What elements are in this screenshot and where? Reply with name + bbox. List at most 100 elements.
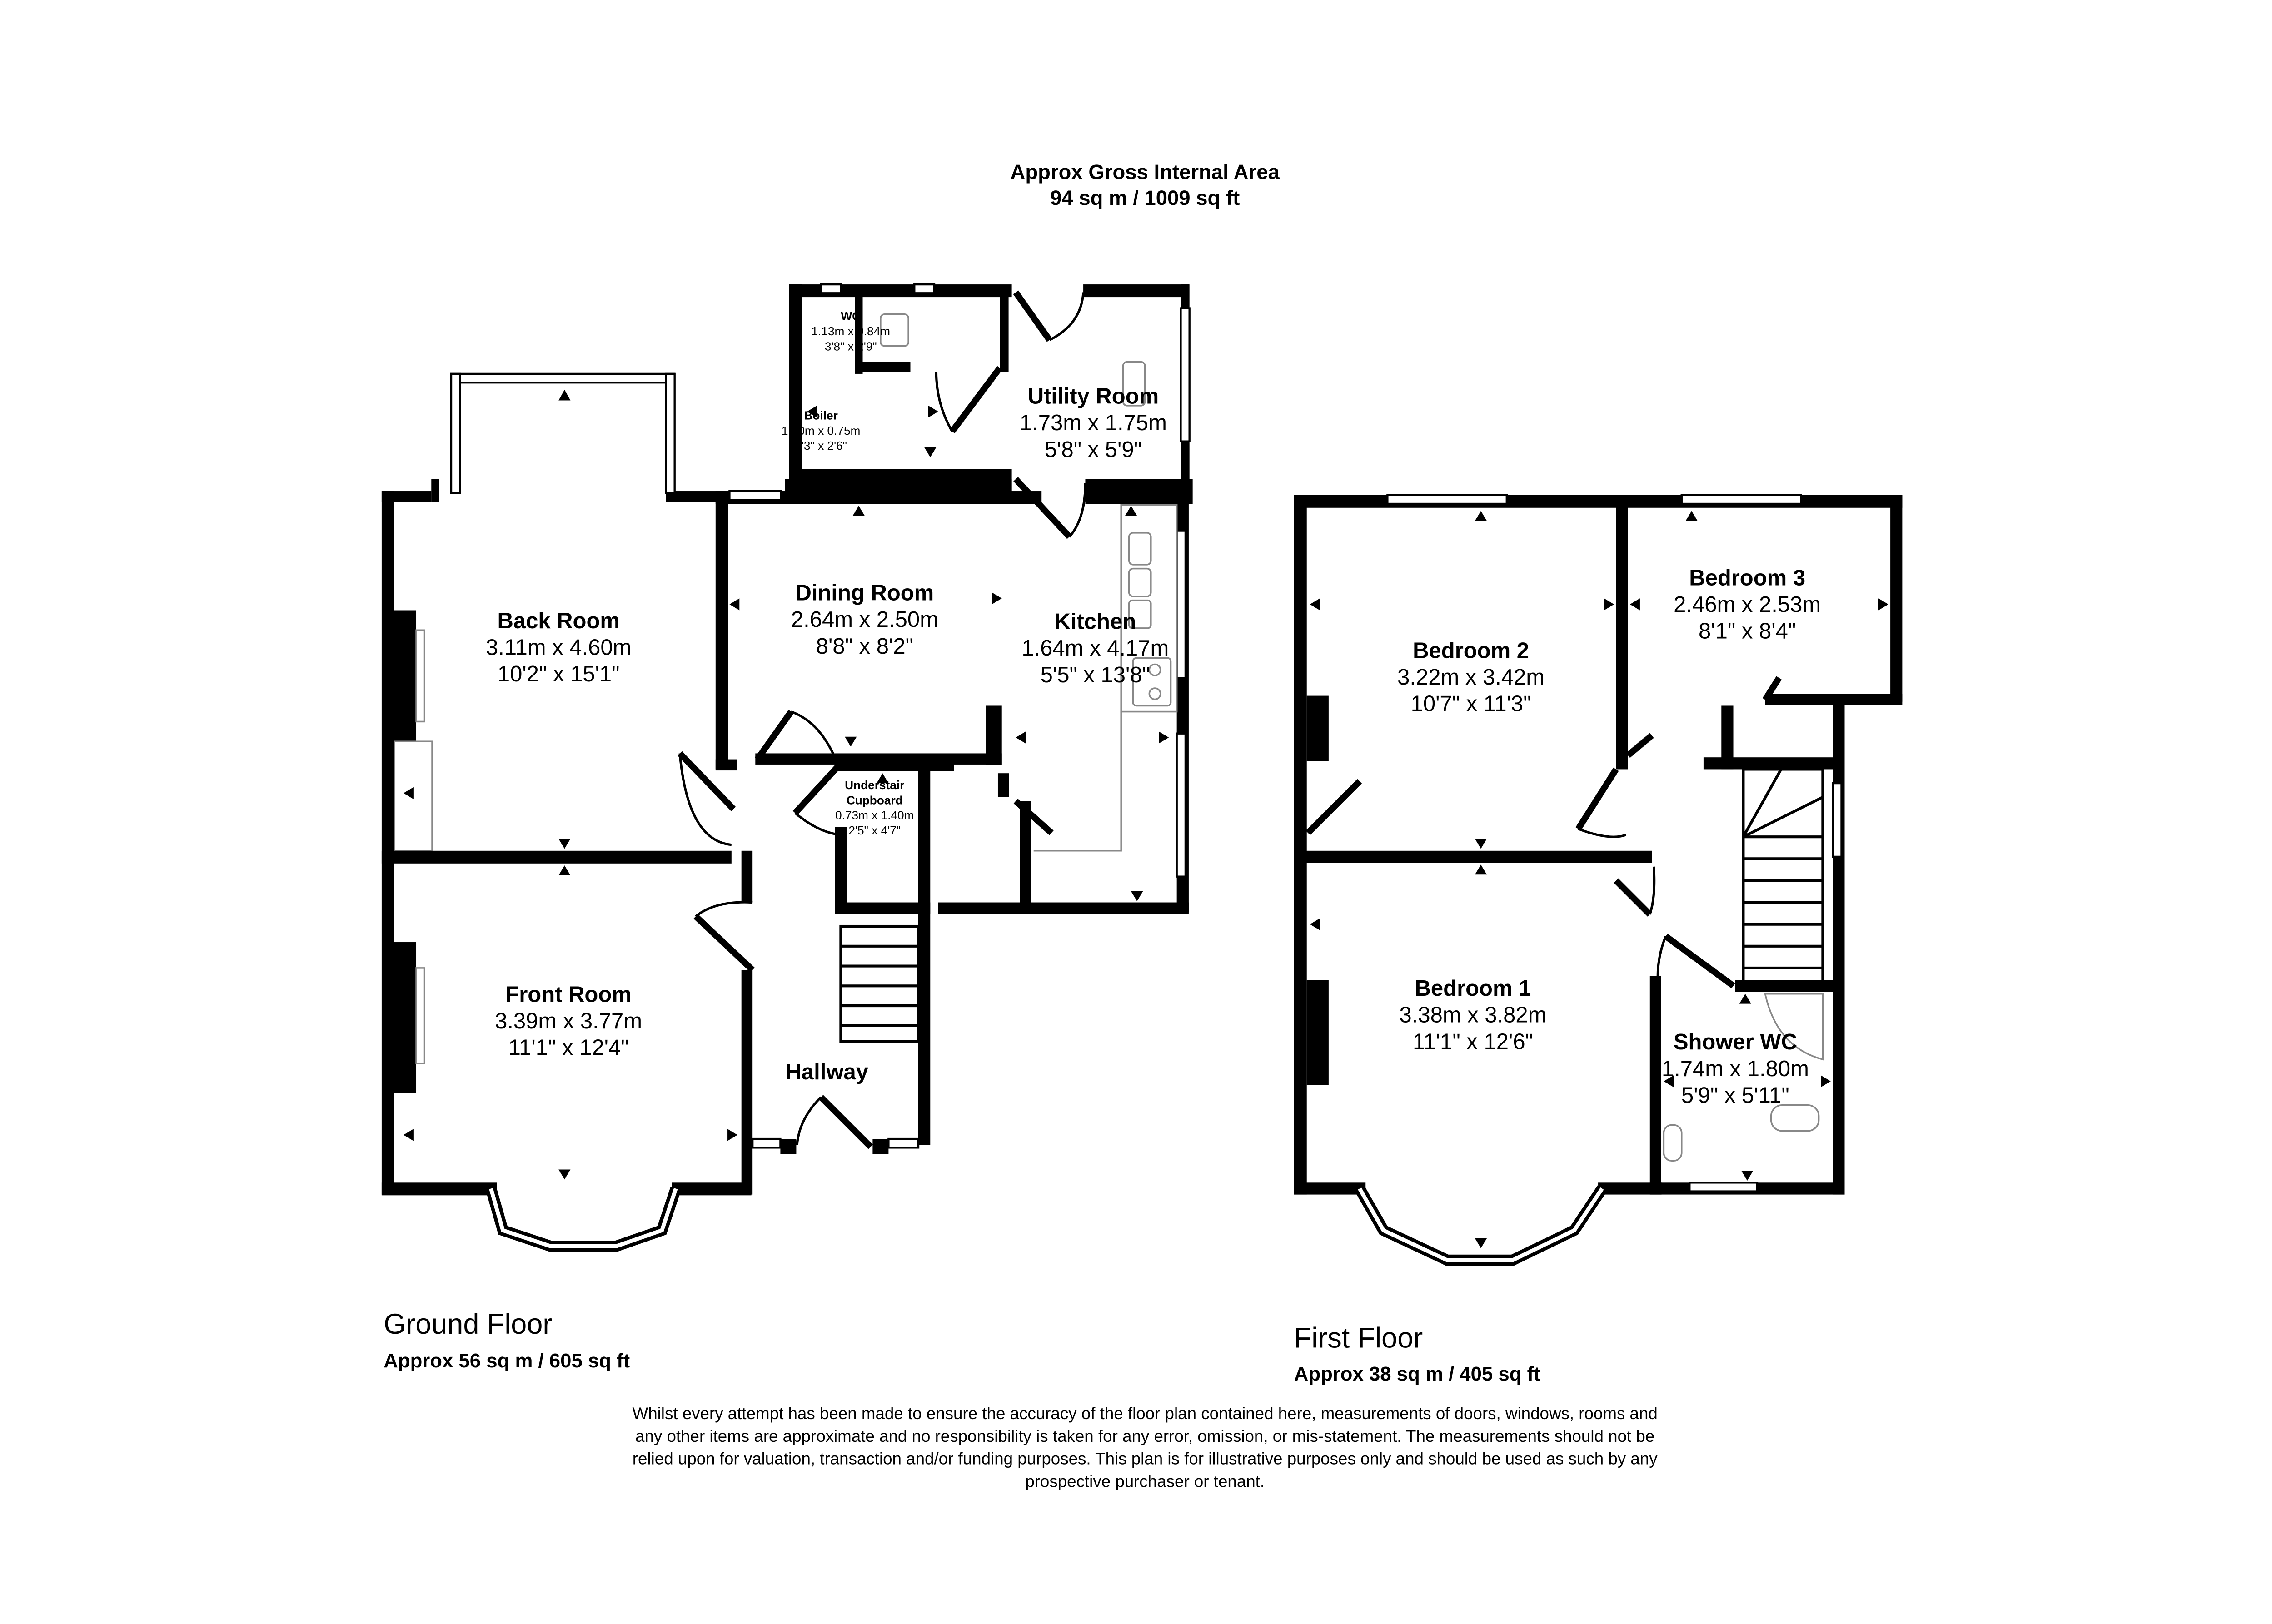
room-size-metric: 3.39m x 3.77m — [495, 1009, 642, 1033]
arrow-left-icon — [1630, 598, 1640, 611]
wall — [1000, 296, 1009, 372]
door-utility — [1013, 290, 1052, 342]
chimney-breast — [1306, 695, 1329, 761]
wall — [1083, 284, 1189, 298]
worktop — [1120, 504, 1178, 713]
wall — [835, 759, 954, 771]
arrow-right-icon — [1159, 731, 1169, 744]
arrow-down-icon — [1741, 1171, 1754, 1181]
wall — [986, 705, 1002, 765]
room-size-imperial: 8'8" x 8'2" — [816, 634, 913, 659]
wall — [381, 1182, 497, 1196]
arrow-right-icon — [1820, 1075, 1831, 1088]
arrow-left-icon — [807, 405, 817, 418]
disclaimer-line: prospective purchaser or tenant. — [1025, 1472, 1265, 1491]
shower-tray — [1764, 993, 1824, 1061]
wall — [855, 296, 863, 374]
room-size-metric: 3.11m x 4.60m — [486, 635, 631, 660]
window — [1680, 494, 1802, 505]
room-size-metric: 1.74m x 1.80m — [1662, 1057, 1809, 1081]
room-size-metric: 1.13m x 0.84m — [812, 324, 891, 338]
wall — [1598, 1182, 1662, 1195]
door-swing — [1656, 935, 1667, 976]
window — [450, 372, 461, 494]
bay-window — [1355, 1185, 1607, 1266]
arrow-up-icon — [1685, 511, 1698, 521]
door-bedroom-3 — [1762, 676, 1782, 702]
wall — [1833, 701, 1845, 1195]
window — [665, 372, 676, 494]
room-name: Bedroom 1 — [1415, 976, 1531, 1001]
room-name: Boiler — [804, 409, 837, 422]
arrow-left-icon — [1310, 918, 1320, 930]
wall — [1890, 495, 1903, 702]
room-size-imperial: 10'7" x 11'3" — [1411, 692, 1531, 716]
window — [913, 283, 936, 294]
room-size-metric: 3.22m x 3.42m — [1397, 665, 1545, 690]
wall — [1649, 976, 1661, 1195]
room-name: Understair — [845, 778, 904, 792]
fireplace — [415, 629, 425, 723]
room-name: Cupboard — [847, 793, 903, 807]
door-bedroom-1 — [1614, 878, 1652, 917]
room-size-imperial: 2'5" x 4'7" — [848, 824, 901, 837]
first-floor-plan: Bedroom 2 3.22m x 3.42m 10'7" x 11'3" Be… — [1294, 494, 1903, 1385]
arrow-right-icon — [727, 1129, 737, 1141]
arrow-down-icon — [845, 736, 857, 747]
door-bedroom-2 — [1575, 767, 1619, 831]
arrow-up-icon — [877, 773, 889, 784]
sink — [1128, 567, 1152, 597]
gross-area-value: 94 sq m / 1009 sq ft — [1050, 186, 1240, 209]
chimney-breast — [394, 942, 417, 1093]
bay-window-glass — [489, 1188, 678, 1248]
disclaimer-line: relied upon for valuation, transaction a… — [633, 1450, 1658, 1468]
arrow-left-icon — [404, 1129, 414, 1141]
door-utility-kitchen — [1013, 477, 1072, 539]
basin — [1663, 1124, 1683, 1162]
first-floor-label: First Floor — [1294, 1322, 1423, 1354]
wall — [741, 970, 753, 1195]
room-name: Kitchen — [1055, 610, 1136, 634]
wall — [918, 771, 931, 1145]
wall — [381, 850, 732, 864]
ground-floor-plan: Back Room 3.11m x 4.60m 10'2" x 15'1" Di… — [381, 283, 1193, 1372]
door-understair — [792, 761, 843, 815]
arrow-up-icon — [1475, 864, 1487, 875]
hob — [1132, 657, 1172, 707]
gross-area-title: Approx Gross Internal Area — [1011, 160, 1280, 184]
room-kitchen: Kitchen 1.64m x 4.17m 5'5" x 13'8" — [1021, 610, 1169, 687]
room-size-imperial: 11'1" x 12'4" — [508, 1035, 629, 1060]
room-hallway: Hallway — [786, 1060, 868, 1084]
worktop-edge — [1033, 711, 1122, 852]
room-understair-cupboard: Understair Cupboard 0.73m x 1.40m 2'5" x… — [835, 778, 914, 837]
front-door — [818, 1095, 873, 1149]
wall — [1616, 507, 1628, 770]
room-utility-room: Utility Room 1.73m x 1.75m 5'8" x 5'9" — [1020, 384, 1167, 462]
door-landing — [1626, 733, 1654, 758]
ground-floor-area: Approx 56 sq m / 605 sq ft — [384, 1350, 630, 1372]
wall — [715, 491, 728, 770]
wall — [872, 1139, 889, 1154]
arrow-up-icon — [1739, 993, 1751, 1004]
chimney-breast — [394, 610, 417, 742]
wall — [1735, 980, 1845, 992]
door-dining — [754, 710, 794, 761]
chimney-breast — [1306, 980, 1329, 1085]
room-size-metric: 2.46m x 2.53m — [1674, 592, 1821, 617]
hob-ring — [1148, 663, 1161, 676]
room-size-metric: 1.64m x 4.17m — [1021, 636, 1169, 661]
door-kitchen — [1013, 799, 1054, 835]
room-front-room: Front Room 3.39m x 3.77m 11'1" x 12'4" — [495, 982, 642, 1060]
wall — [1294, 495, 1903, 508]
arrow-left-icon — [1016, 731, 1026, 744]
wall — [789, 284, 802, 499]
arrow-up-icon — [1475, 511, 1487, 521]
wall — [780, 1139, 797, 1154]
door-swing — [1068, 483, 1087, 538]
door-swing — [678, 753, 732, 846]
wall — [1294, 495, 1307, 1195]
wall — [938, 902, 1189, 914]
room-back-room: Back Room 3.11m x 4.60m 10'2" x 15'1" — [486, 609, 631, 686]
wall — [997, 773, 1009, 797]
room-bedroom-1: Bedroom 1 3.38m x 3.82m 11'1" x 12'6" — [1399, 976, 1546, 1054]
